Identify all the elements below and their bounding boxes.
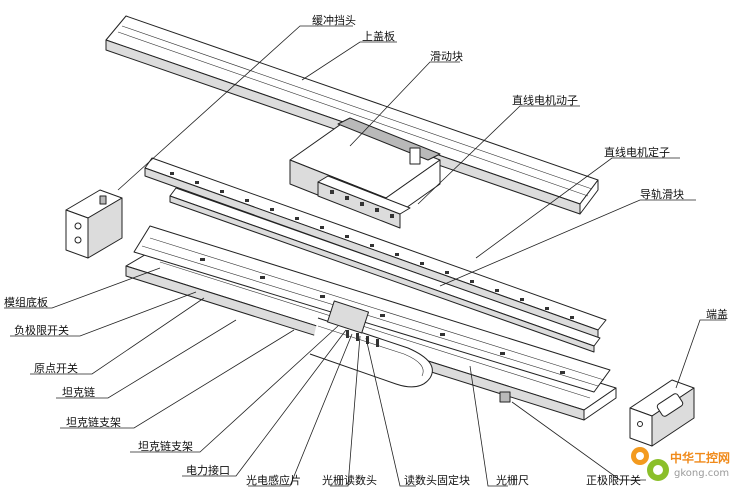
- label-pos-limit: 正极限开关: [586, 473, 641, 487]
- label-buffer-stop: 缓冲挡头: [312, 13, 356, 27]
- stator-magnets: [170, 172, 574, 319]
- label-head-mount: 读数头固定块: [404, 473, 470, 487]
- leader-lines: [4, 25, 726, 487]
- watermark-site: gkong.com: [674, 468, 729, 479]
- buffer-stop-part: [65, 189, 123, 259]
- watermark: 中华工控网 gkong.com: [631, 447, 730, 481]
- label-drag-chain: 坦克链: [62, 385, 95, 399]
- label-module-base: 模组底板: [4, 295, 48, 309]
- label-photo-sensor: 光电感应片: [246, 473, 301, 487]
- label-grating-head: 光栅读数头: [322, 473, 377, 487]
- label-chain-bracket-1: 坦克链支架: [66, 415, 121, 429]
- label-chain-bracket-2: 坦克链支架: [138, 439, 193, 453]
- drag-chain-part: [309, 300, 433, 388]
- gear-logo-icon: [631, 447, 669, 481]
- label-motor-stator: 直线电机定子: [604, 145, 670, 159]
- label-top-cover: 上盖板: [362, 29, 395, 43]
- label-neg-limit: 负极限开关: [14, 323, 69, 337]
- label-power-port: 电力接口: [186, 464, 230, 477]
- end-cap-part: [629, 379, 695, 447]
- label-end-cap: 端盖: [706, 307, 728, 321]
- rail-strip-part: [169, 187, 601, 353]
- slider-block-part: [289, 117, 441, 229]
- labels: 缓冲挡头 上盖板 滑动块 直线电机动子 直线电机定子 导轨滑块 模组底板 负极限…: [4, 13, 728, 487]
- label-rail-slider: 导轨滑块: [640, 187, 684, 201]
- label-motor-mover: 直线电机动子: [512, 93, 578, 107]
- watermark-text: 中华工控网: [670, 450, 730, 465]
- label-slider-block: 滑动块: [430, 50, 463, 63]
- label-origin-switch: 原点开关: [34, 361, 78, 375]
- label-grating-scale: 光栅尺: [496, 473, 529, 487]
